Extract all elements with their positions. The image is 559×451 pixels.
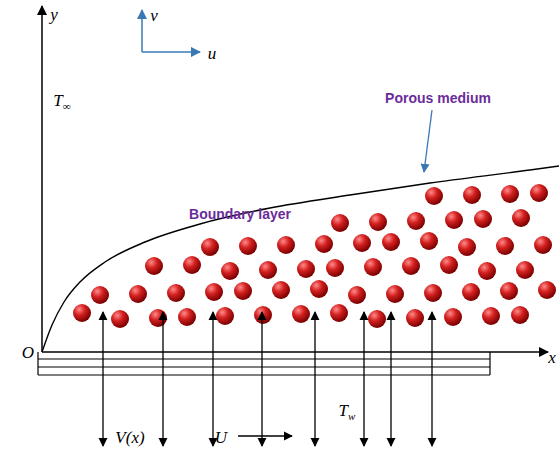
v-axis [141, 10, 143, 52]
particle [330, 304, 348, 322]
particle [129, 285, 147, 303]
particle [234, 282, 252, 300]
particle [368, 310, 386, 328]
particle [353, 234, 371, 252]
particle [297, 260, 315, 278]
particle [382, 233, 400, 251]
particle [424, 284, 442, 302]
particle [496, 237, 514, 255]
particle [500, 282, 518, 300]
suction-arrow [363, 312, 364, 446]
particle [201, 238, 219, 256]
particle [348, 286, 366, 304]
axis-label: v [150, 7, 158, 24]
particle [310, 280, 328, 298]
particle [259, 261, 277, 279]
leader-arrow [424, 110, 432, 172]
y-axis [41, 6, 43, 352]
particle [315, 235, 333, 253]
plate-velocity-arrow [238, 435, 292, 436]
particle [364, 258, 382, 276]
particle [511, 306, 529, 324]
particle [445, 211, 463, 229]
ambient-temperature: T∞ [53, 92, 70, 109]
particle [145, 257, 163, 275]
suction-arrow [261, 312, 262, 446]
particle [386, 285, 404, 303]
suction-arrow [212, 312, 213, 446]
particle [221, 262, 239, 280]
u-axis [142, 51, 200, 53]
plate [38, 352, 490, 375]
suction-arrow [431, 312, 432, 446]
particle [440, 256, 458, 274]
particle [292, 305, 310, 323]
region-label: Porous medium [385, 91, 491, 105]
particle [272, 281, 290, 299]
boundary-layer-edge [42, 166, 559, 352]
particle [444, 308, 462, 326]
suction-arrows [103, 312, 432, 446]
suction-arrow [162, 312, 163, 446]
porous-particles [73, 184, 556, 328]
axis-label: x [548, 349, 556, 366]
axis-label: y [50, 6, 58, 23]
particle [167, 284, 185, 302]
suction-arrow [102, 312, 103, 446]
particle [183, 256, 201, 274]
particle [512, 209, 530, 227]
particle [326, 259, 344, 277]
particle [406, 309, 424, 327]
particle [254, 306, 272, 324]
suction-velocity: V(x) [115, 429, 144, 446]
x-axis [42, 351, 548, 353]
particle [178, 308, 196, 326]
particle [425, 187, 443, 205]
particle [216, 307, 234, 325]
wall-temperature: Tw [339, 402, 356, 419]
particle [530, 184, 548, 202]
particle [407, 212, 425, 230]
particle [474, 210, 492, 228]
particle [538, 281, 556, 299]
particle [402, 257, 420, 275]
axis-label: u [208, 45, 217, 62]
particle [205, 283, 223, 301]
particle [420, 232, 438, 250]
region-label: Boundary layer [189, 207, 291, 221]
particle [331, 214, 349, 232]
particle [239, 237, 257, 255]
particle [369, 213, 387, 231]
particle [91, 286, 109, 304]
suction-arrow [314, 312, 315, 446]
particle [73, 304, 91, 322]
particle [463, 186, 481, 204]
origin-label: O [22, 344, 34, 361]
particle [277, 236, 295, 254]
particle [458, 238, 476, 256]
particle [501, 185, 519, 203]
plate-velocity: U [215, 429, 227, 446]
suction-arrow [390, 312, 391, 446]
particle [516, 261, 534, 279]
particle [478, 262, 496, 280]
particle [462, 283, 480, 301]
particle [534, 236, 552, 254]
particle [482, 307, 500, 325]
particle [111, 310, 129, 328]
particle [149, 309, 167, 327]
